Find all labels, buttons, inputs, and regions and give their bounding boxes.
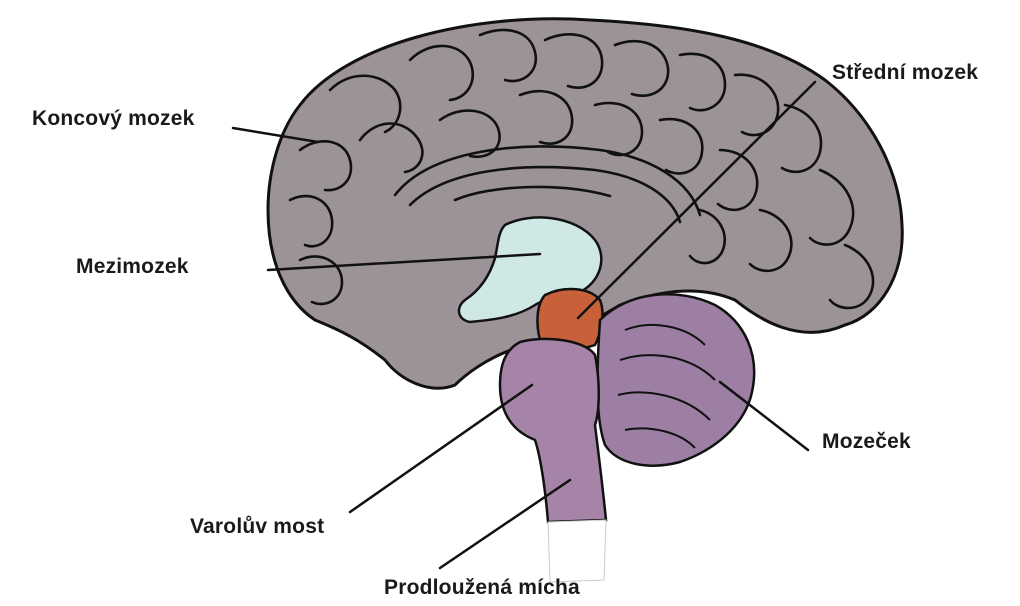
label-mozecek: Mozeček (822, 430, 911, 454)
label-koncovy-mozek: Koncový mozek (32, 107, 194, 131)
brainstem-shape (500, 339, 606, 522)
pointer-varol (350, 385, 532, 512)
label-varoluv-most: Varolův most (190, 515, 324, 539)
label-stredni-mozek: Střední mozek (832, 61, 978, 85)
label-mezimozek: Mezimozek (76, 255, 189, 279)
label-prodlouzena-micha: Prodloužená mícha (384, 576, 580, 600)
cerebellum-shape (597, 294, 754, 465)
spinal-cord-shape (548, 520, 606, 582)
